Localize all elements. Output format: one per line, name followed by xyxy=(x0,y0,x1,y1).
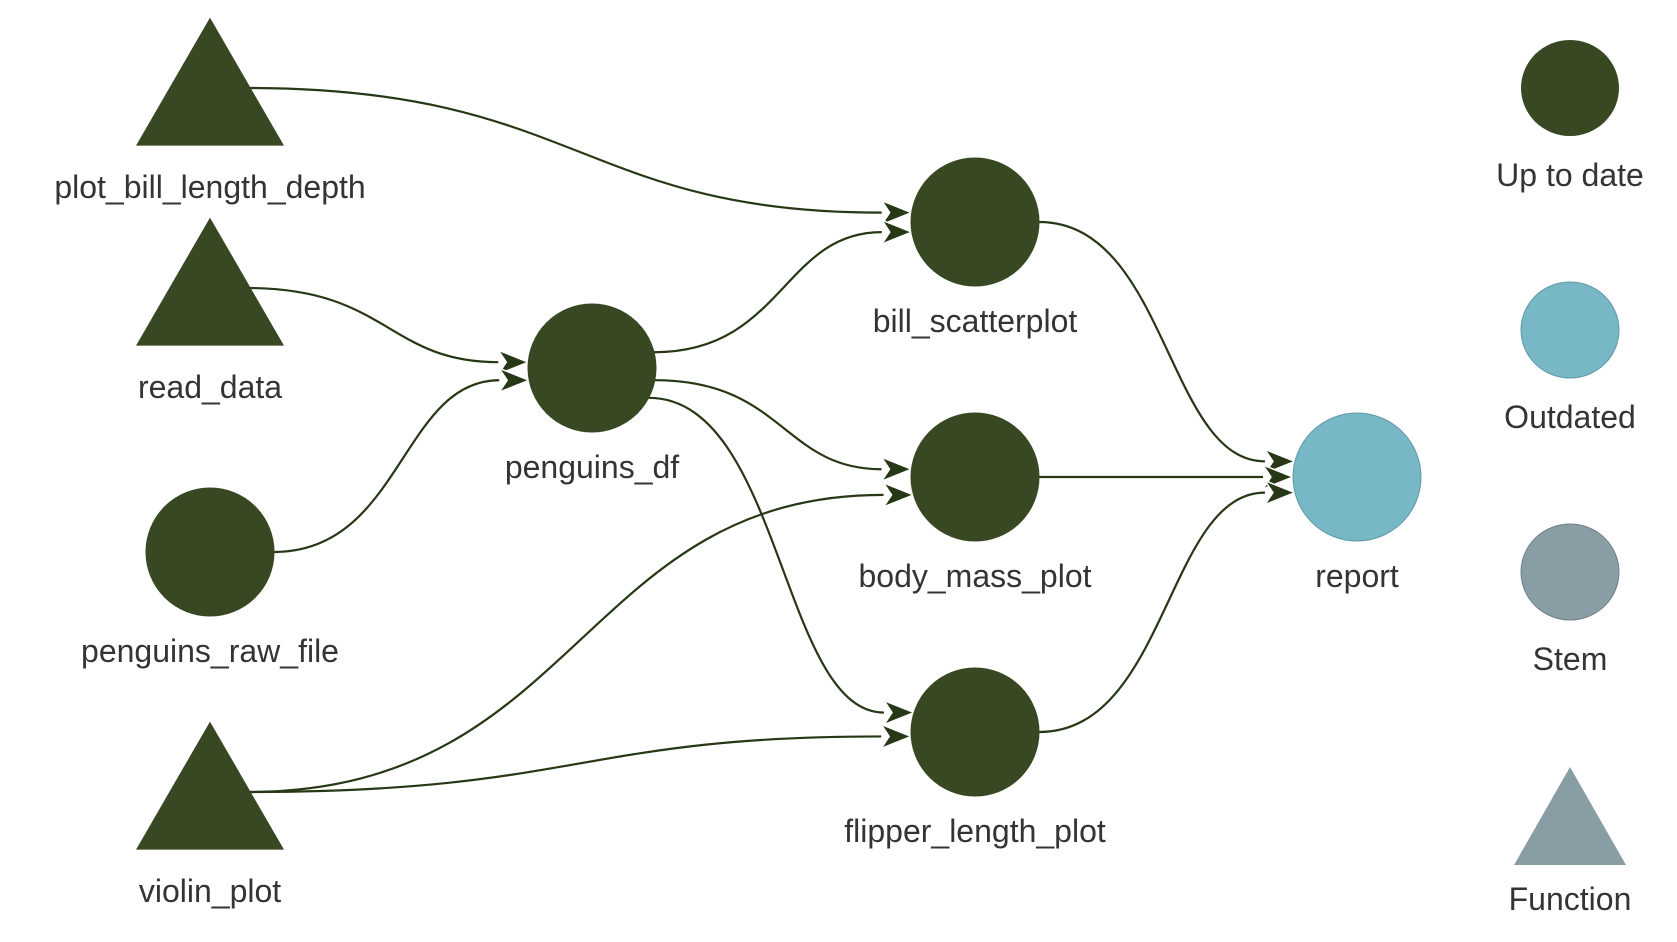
node-label: penguins_df xyxy=(505,449,679,485)
node-report[interactable]: report xyxy=(1292,412,1422,594)
legend-label: Stem xyxy=(1533,641,1608,677)
legend-item-function: Function xyxy=(1509,767,1632,917)
edge-line xyxy=(648,396,885,714)
node-label: read_data xyxy=(138,369,282,405)
node-label: body_mass_plot xyxy=(858,558,1091,594)
legend-label: Outdated xyxy=(1504,399,1636,435)
edge-penguins_df-to-body_mass_plot xyxy=(654,379,914,483)
edge-line xyxy=(246,735,882,794)
stem-circle-icon[interactable] xyxy=(145,487,275,617)
legend-dot-icon xyxy=(1520,523,1620,621)
arrowhead-icon xyxy=(1262,479,1297,507)
edge-line xyxy=(654,379,882,471)
edge-body_mass_plot-to-report xyxy=(1039,463,1296,491)
legend-item-stem: Stem xyxy=(1520,523,1620,677)
arrowhead-icon xyxy=(881,481,916,509)
arrowhead-icon xyxy=(879,722,914,751)
node-plot_bill_length_depth[interactable]: plot_bill_length_depth xyxy=(54,17,366,205)
arrowhead-icon xyxy=(879,199,914,227)
edge-line xyxy=(246,286,499,364)
stem-circle-icon[interactable] xyxy=(910,412,1040,542)
node-violin_plot[interactable]: violin_plot xyxy=(136,721,284,909)
edge-flipper_length_plot-to-report xyxy=(1038,479,1297,734)
node-label: penguins_raw_file xyxy=(81,633,339,669)
function-triangle-icon[interactable] xyxy=(136,17,284,146)
legend-label: Up to date xyxy=(1496,157,1644,193)
edge-violin_plot-to-body_mass_plot xyxy=(246,481,916,794)
node-penguins_raw_file[interactable]: penguins_raw_file xyxy=(81,487,339,669)
nodes-layer: plot_bill_length_depth read_data penguins_… xyxy=(54,17,1422,909)
legend-triangle-icon xyxy=(1514,767,1626,865)
legend-label: Function xyxy=(1509,881,1632,917)
arrowhead-icon xyxy=(497,366,532,394)
node-label: bill_scatterplot xyxy=(873,303,1078,339)
stem-circle-icon[interactable] xyxy=(527,303,657,433)
edges-layer xyxy=(246,86,1297,794)
edge-line xyxy=(246,493,884,794)
edge-line xyxy=(654,231,882,354)
edge-penguins_df-to-flipper_length_plot xyxy=(648,396,917,727)
node-flipper_length_plot[interactable]: flipper_length_plot xyxy=(844,667,1106,849)
edge-penguins_df-to-bill_scatterplot xyxy=(654,218,914,354)
edge-line xyxy=(246,86,882,214)
edge-penguins_raw_file-to-penguins_df xyxy=(273,366,532,554)
edge-bill_scatterplot-to-report xyxy=(1038,220,1297,475)
edge-line xyxy=(273,379,500,554)
legend-item-up-to-date: Up to date xyxy=(1496,40,1644,193)
edge-line xyxy=(1038,491,1265,734)
node-bill_scatterplot[interactable]: bill_scatterplot xyxy=(873,157,1078,339)
edge-read_data-to-penguins_df xyxy=(246,286,531,376)
node-label: violin_plot xyxy=(139,873,281,909)
arrowhead-icon xyxy=(882,698,917,727)
legend-item-outdated: Outdated xyxy=(1504,281,1636,435)
stem-circle-icon[interactable] xyxy=(910,667,1040,797)
stem-circle-icon[interactable] xyxy=(1292,412,1422,542)
arrowhead-icon xyxy=(879,218,914,246)
node-label: flipper_length_plot xyxy=(844,813,1106,849)
edge-violin_plot-to-flipper_length_plot xyxy=(246,722,914,794)
legend-dot-icon xyxy=(1520,281,1620,379)
node-penguins_df[interactable]: penguins_df xyxy=(505,303,679,485)
function-triangle-icon[interactable] xyxy=(136,217,284,346)
arrowhead-icon xyxy=(879,455,914,483)
function-triangle-icon[interactable] xyxy=(136,721,284,850)
edge-plot_bill_length_depth-to-bill_scatterplot xyxy=(246,86,914,227)
arrowhead-icon xyxy=(496,348,531,376)
node-label: plot_bill_length_depth xyxy=(54,169,365,205)
node-body_mass_plot[interactable]: body_mass_plot xyxy=(858,412,1092,594)
node-read_data[interactable]: read_data xyxy=(136,217,284,405)
legend-dot-icon xyxy=(1521,40,1619,136)
edge-line xyxy=(1038,220,1265,463)
node-label: report xyxy=(1315,558,1399,594)
stem-circle-icon[interactable] xyxy=(910,157,1040,287)
